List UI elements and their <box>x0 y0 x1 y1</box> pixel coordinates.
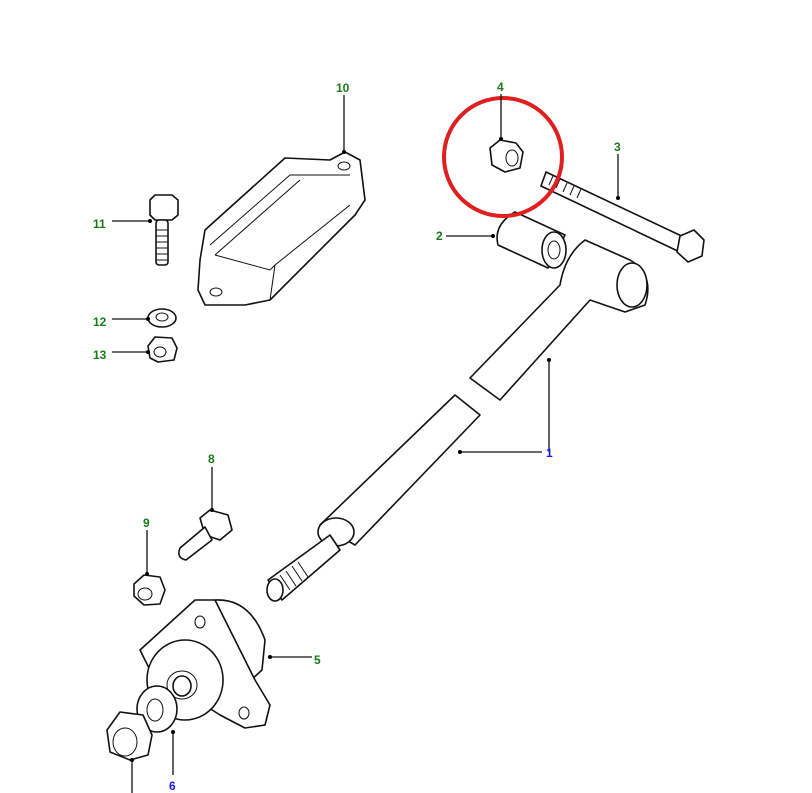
callout-9[interactable]: 9 <box>143 516 150 530</box>
callout-13[interactable]: 13 <box>93 348 107 362</box>
callout-5[interactable]: 5 <box>314 653 321 667</box>
part-13-nut[interactable] <box>147 336 178 363</box>
part-11-bolt[interactable] <box>149 194 179 266</box>
highlight-circle <box>442 96 564 218</box>
callout-8[interactable]: 8 <box>208 452 215 466</box>
part-9-nut[interactable] <box>133 574 166 606</box>
callout-3[interactable]: 3 <box>614 140 621 154</box>
callout-11[interactable]: 11 <box>93 217 106 231</box>
part-2-bush[interactable] <box>496 211 567 269</box>
leader-lines <box>112 94 620 793</box>
callout-4[interactable]: 4 <box>497 80 504 94</box>
callout-12[interactable]: 12 <box>93 315 107 329</box>
callout-6[interactable]: 6 <box>169 779 176 793</box>
part-4-nut[interactable] <box>489 139 524 173</box>
part-1-arm[interactable] <box>266 239 649 602</box>
part-8-bolt[interactable] <box>178 509 233 561</box>
callout-10[interactable]: 10 <box>336 81 350 95</box>
callout-2[interactable]: 2 <box>436 229 443 243</box>
part-12-washer[interactable] <box>147 308 177 328</box>
callout-1[interactable]: 1 <box>546 446 553 460</box>
part-nut-bottom[interactable] <box>106 711 153 761</box>
part-10-mount[interactable] <box>197 151 366 306</box>
part-3-bolt[interactable] <box>540 171 705 263</box>
part-6-washer[interactable] <box>136 685 178 733</box>
